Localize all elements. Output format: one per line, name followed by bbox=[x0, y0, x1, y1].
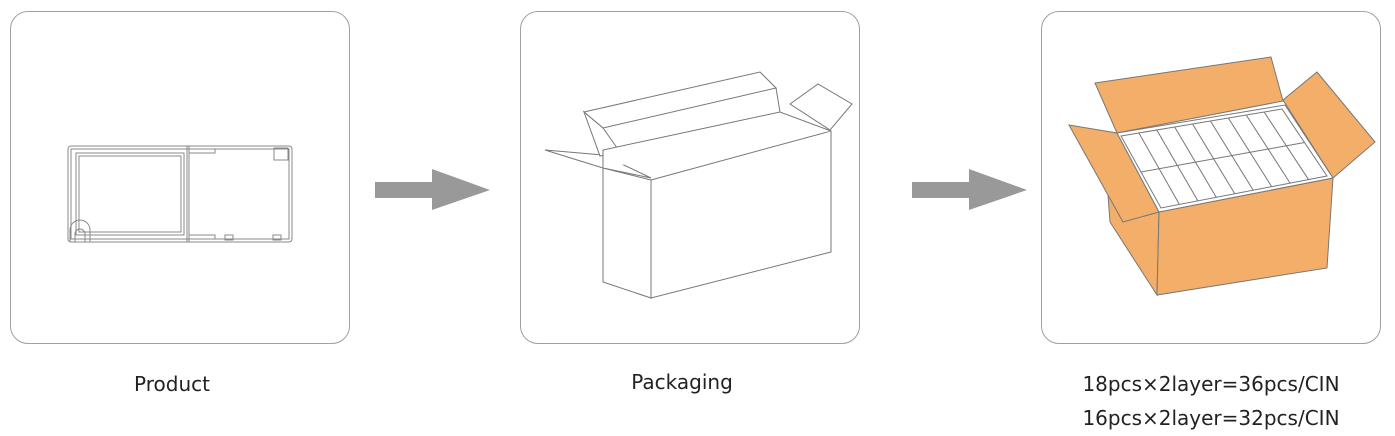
carton-illustration bbox=[1068, 56, 1376, 297]
tray-divider bbox=[1140, 142, 1305, 173]
carton-quantity-line-2: 16pcs×2layer=32pcs/CIN bbox=[1082, 406, 1340, 430]
product-panel bbox=[10, 11, 350, 344]
arrow-right-icon bbox=[912, 169, 1027, 210]
carton-quantity-line-1: 18pcs×2layer=36pcs/CIN bbox=[1082, 372, 1340, 396]
tray-grid bbox=[1120, 108, 1328, 209]
product-label: Product bbox=[134, 372, 210, 396]
packaging-box-illustration bbox=[544, 71, 853, 299]
packaging-label: Packaging bbox=[631, 370, 733, 394]
arrow-right-icon bbox=[375, 169, 490, 210]
product-illustration bbox=[67, 145, 293, 243]
